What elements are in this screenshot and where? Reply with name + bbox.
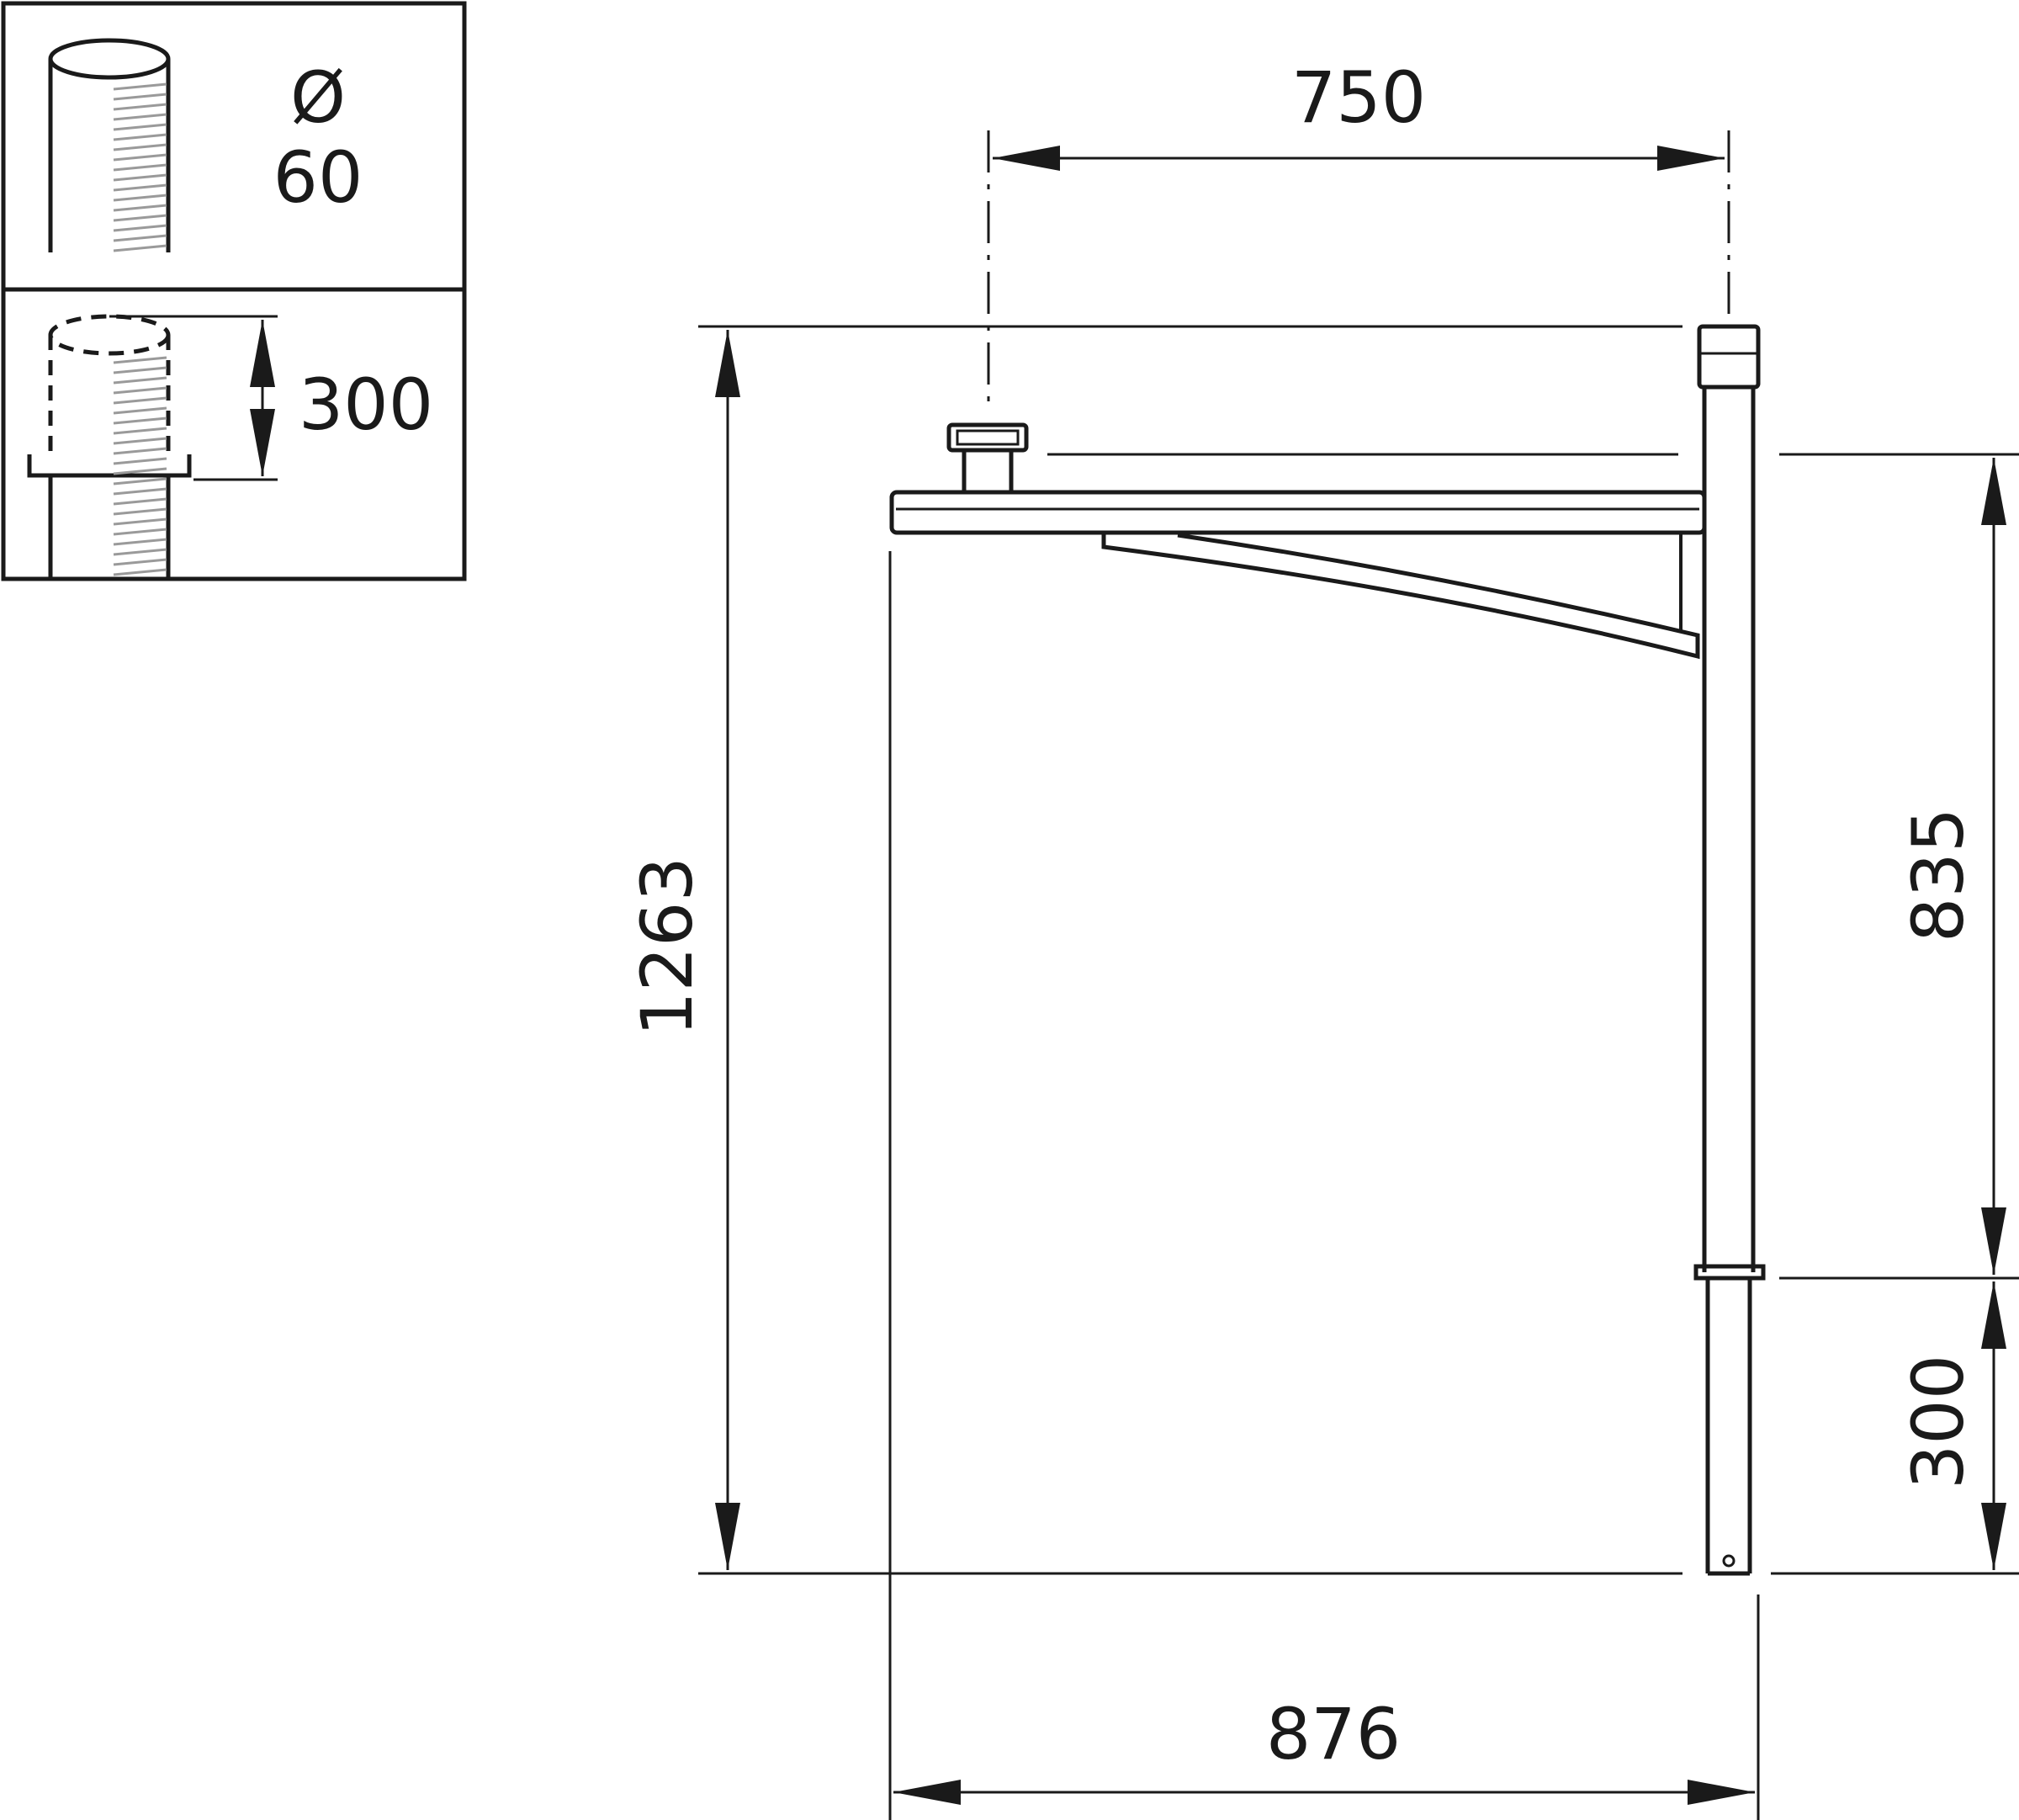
inset-depth-value: 300 (299, 363, 433, 446)
pole-top-illustration (48, 38, 171, 252)
dimension-arm-reach-label: 750 (1291, 56, 1426, 139)
inset-diameter-panel: Ø 60 (1, 1, 467, 292)
diameter-value: 60 (273, 136, 363, 219)
diameter-symbol: Ø (290, 56, 346, 139)
pole-bracket-drawing (889, 324, 1766, 1576)
dimension-arm-reach: 750 (987, 56, 1730, 408)
dimension-embed-depth: 300 (1771, 1281, 2019, 1575)
dimension-pole-height-label: 835 (1897, 808, 1979, 942)
dimension-pole-height: 835 (1047, 453, 2019, 1280)
dimension-total-width-label: 876 (1266, 1693, 1401, 1775)
inset-depth-dimension (109, 315, 278, 481)
dimension-total-height: 1263 (626, 325, 1682, 1575)
dimension-total-width: 876 (888, 551, 1760, 1820)
dimension-total-height-label: 1263 (626, 857, 708, 1037)
pole-socket-illustration (27, 314, 192, 579)
dimension-embed-depth-label: 300 (1897, 1355, 1979, 1489)
inset-depth-panel: 300 (1, 287, 467, 581)
